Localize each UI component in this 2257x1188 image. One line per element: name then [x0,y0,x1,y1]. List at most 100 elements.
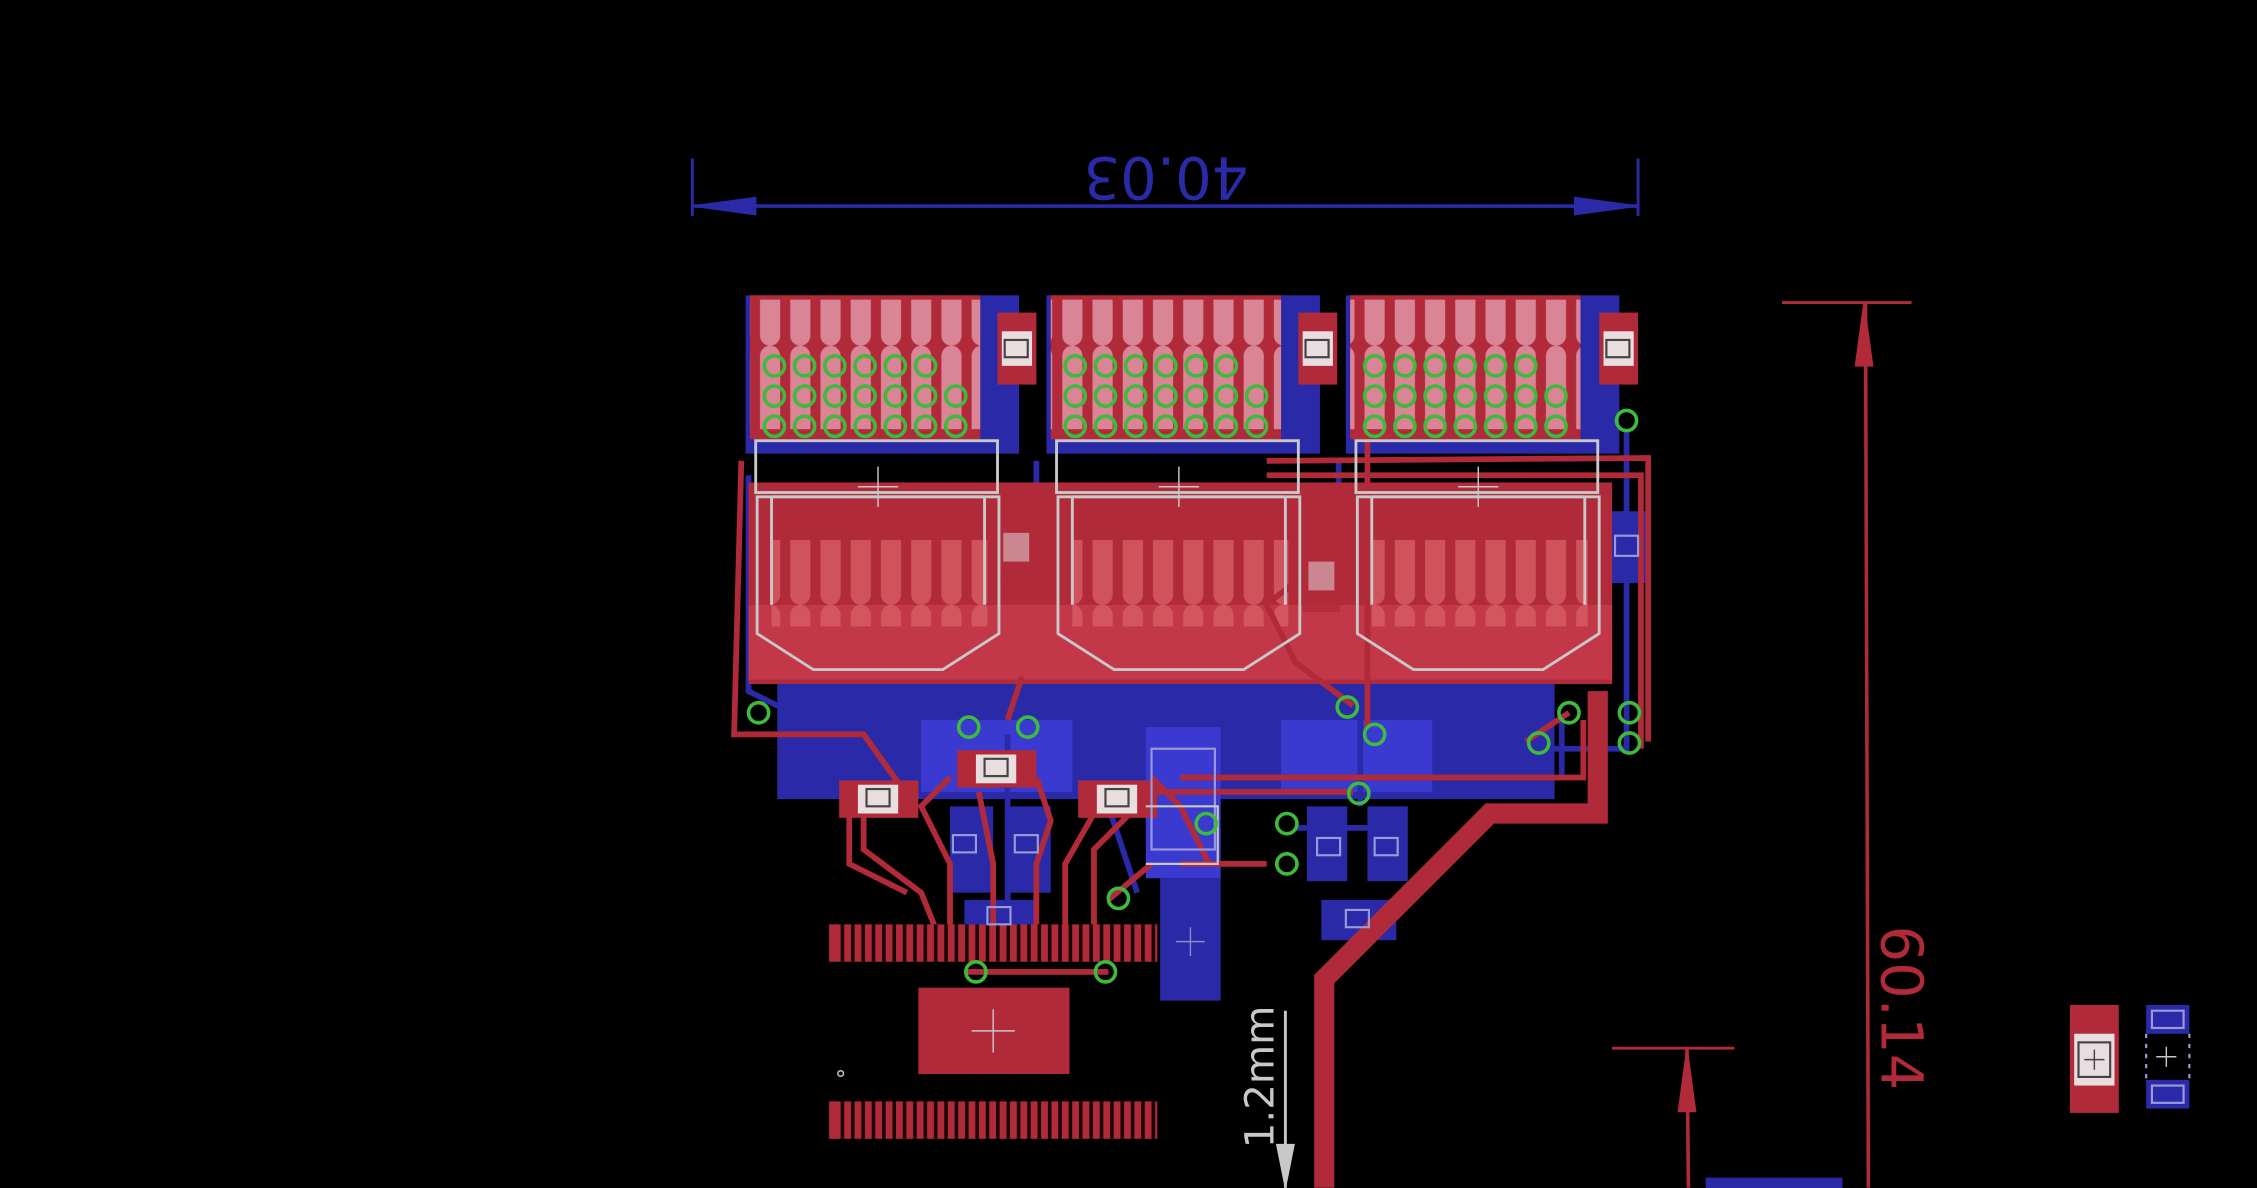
partial-part-bottom [1705,1177,1843,1188]
header-gap [1037,1101,1042,1139]
via [1513,414,1538,439]
header-gap [840,924,845,962]
header-gap [882,1101,886,1139]
via [1453,353,1478,378]
header-gap [892,924,897,962]
header-gap [1099,1101,1104,1139]
via [1483,353,1508,378]
via [1483,414,1508,439]
via [1513,384,1538,408]
via [1453,384,1478,408]
part-preview-blue [2145,1004,2191,1109]
via [1392,414,1417,439]
via [1362,414,1387,439]
header-gap [1078,1101,1083,1139]
header-gap [1120,1101,1125,1139]
header-gap [1068,924,1073,962]
header-gap [996,924,1000,962]
header-gap [871,924,876,962]
via [1214,353,1239,378]
resistor-r6 [1078,780,1158,818]
silkscreen-layer [754,439,1836,1185]
header-gap [1130,924,1135,962]
via [1617,700,1642,725]
header-gap [1141,924,1145,962]
via [1362,722,1387,747]
via [762,414,787,439]
via [1154,353,1178,378]
via [1513,353,1538,378]
header-gap [861,1101,865,1139]
header-gap [975,1101,979,1139]
via [913,384,938,408]
header-gap [913,1101,917,1139]
header-gap [923,924,928,962]
via [1526,731,1551,755]
header-strip-top [829,924,1158,962]
header-strip-bottom [829,1101,1158,1139]
part-preview-red [2069,1004,2119,1113]
header-gap [1016,924,1021,962]
via [943,414,968,439]
header-gap [923,1101,928,1139]
header-gap [861,924,865,962]
resistor-r8 [1302,540,1341,612]
via [1274,811,1299,836]
via [956,715,981,740]
header-gap [1099,924,1104,962]
header-gap [840,1101,845,1139]
via [943,384,968,408]
via [822,353,847,378]
header-gap [1058,1101,1062,1139]
via [822,384,847,408]
via [883,414,908,439]
via [853,414,877,439]
via [1214,414,1239,439]
via [762,353,787,378]
via [1123,414,1148,439]
via [1423,384,1447,408]
via [1557,700,1581,725]
via [883,384,908,408]
via [1214,384,1239,408]
header-gap [954,1101,959,1139]
header-gap [1027,1101,1031,1139]
header-gap [964,1101,969,1139]
via [1093,384,1118,408]
via [1154,384,1178,408]
header-gap [1027,924,1031,962]
header-gap [871,1101,876,1139]
via [1093,353,1118,378]
via [822,414,847,439]
header-gap [1151,924,1156,962]
via [1453,414,1478,439]
via [1335,695,1360,719]
header-gap [1078,924,1083,962]
via [964,959,988,984]
bottom-components [951,534,1640,929]
via [1184,353,1209,378]
via [1614,408,1639,433]
header-gap [1016,1101,1021,1139]
header-gap [1037,924,1042,962]
via [1423,414,1447,439]
header-gap [1110,924,1114,962]
resistor-r2 [1298,312,1338,385]
via [1544,414,1568,439]
origin-marker: ° [835,1067,847,1093]
via [1617,731,1642,755]
header-gap [882,924,886,962]
via [1093,959,1118,984]
resistor-r5 [957,750,1037,788]
resistor-r4 [839,780,919,818]
header-gap [1068,1101,1073,1139]
via [1392,384,1417,408]
via [762,384,787,408]
via [1063,353,1088,378]
connector-outline-2 [1055,439,1302,672]
header-gap [902,924,907,962]
via [1244,414,1269,439]
header-gap [975,924,979,962]
via [913,353,938,378]
